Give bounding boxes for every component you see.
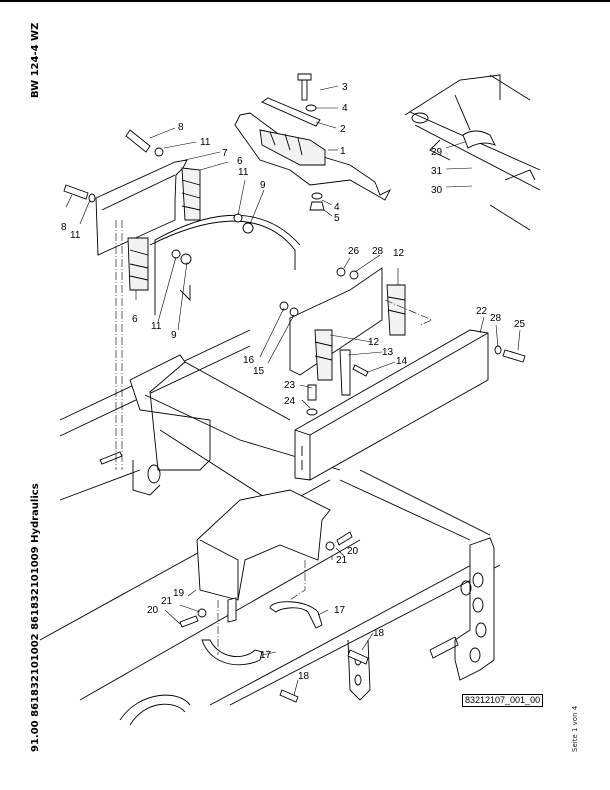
callout-6: 6 [132, 314, 138, 325]
callout-14: 14 [396, 356, 408, 367]
callout-11: 11 [238, 167, 249, 178]
callout-19: 19 [173, 588, 185, 599]
callout-4: 4 [342, 103, 348, 114]
callout-11: 11 [70, 230, 81, 241]
callout-16: 16 [243, 355, 255, 366]
callout-30: 30 [431, 185, 443, 196]
callout-24: 24 [284, 396, 296, 407]
callout-17: 17 [334, 605, 346, 616]
callout-7: 7 [222, 148, 228, 159]
callout-6: 6 [237, 156, 243, 167]
callout-3: 3 [342, 82, 348, 93]
callout-29: 29 [431, 147, 443, 158]
callout-4: 4 [334, 202, 340, 213]
clamp-assembly-top [234, 73, 392, 211]
center-bracket-assembly [279, 267, 526, 481]
callout-8: 8 [61, 222, 67, 233]
callout-11: 11 [200, 137, 211, 148]
callout-31: 31 [431, 166, 443, 177]
callout-28: 28 [490, 313, 502, 324]
callout-18: 18 [373, 628, 385, 639]
callout-28: 28 [372, 246, 384, 257]
callout-9: 9 [260, 180, 266, 191]
callout-21: 21 [161, 596, 173, 607]
callout-22: 22 [476, 306, 488, 317]
callout-15: 15 [253, 366, 265, 377]
callout-21: 21 [336, 555, 348, 566]
callout-12: 12 [393, 248, 405, 259]
callout-23: 23 [284, 380, 296, 391]
left-cover-assembly [63, 129, 301, 470]
callout-5: 5 [334, 213, 340, 224]
callout-25: 25 [514, 319, 526, 330]
callout-20: 20 [347, 546, 359, 557]
upper-right-frame [404, 74, 541, 231]
callout-26: 26 [348, 246, 360, 257]
leader-lines [65, 85, 521, 696]
callout-17: 17 [260, 650, 272, 661]
callout-11: 11 [151, 321, 162, 332]
callout-20: 20 [147, 605, 159, 616]
callout-12: 12 [368, 337, 380, 348]
top-rule [0, 0, 610, 2]
callout-1: 1 [340, 146, 346, 157]
lower-cover-assembly [179, 489, 369, 703]
callout-labels: 1 2 3 4 4 5 6 6 7 8 8 9 9 11 11 11 11 12… [61, 82, 526, 682]
callout-13: 13 [382, 347, 394, 358]
machine-frame [39, 329, 501, 726]
drawing-number: 83212107_001_00 [462, 694, 544, 707]
callout-9: 9 [171, 330, 177, 341]
callout-8: 8 [178, 122, 184, 133]
callout-2: 2 [340, 124, 346, 135]
callout-18: 18 [298, 671, 310, 682]
